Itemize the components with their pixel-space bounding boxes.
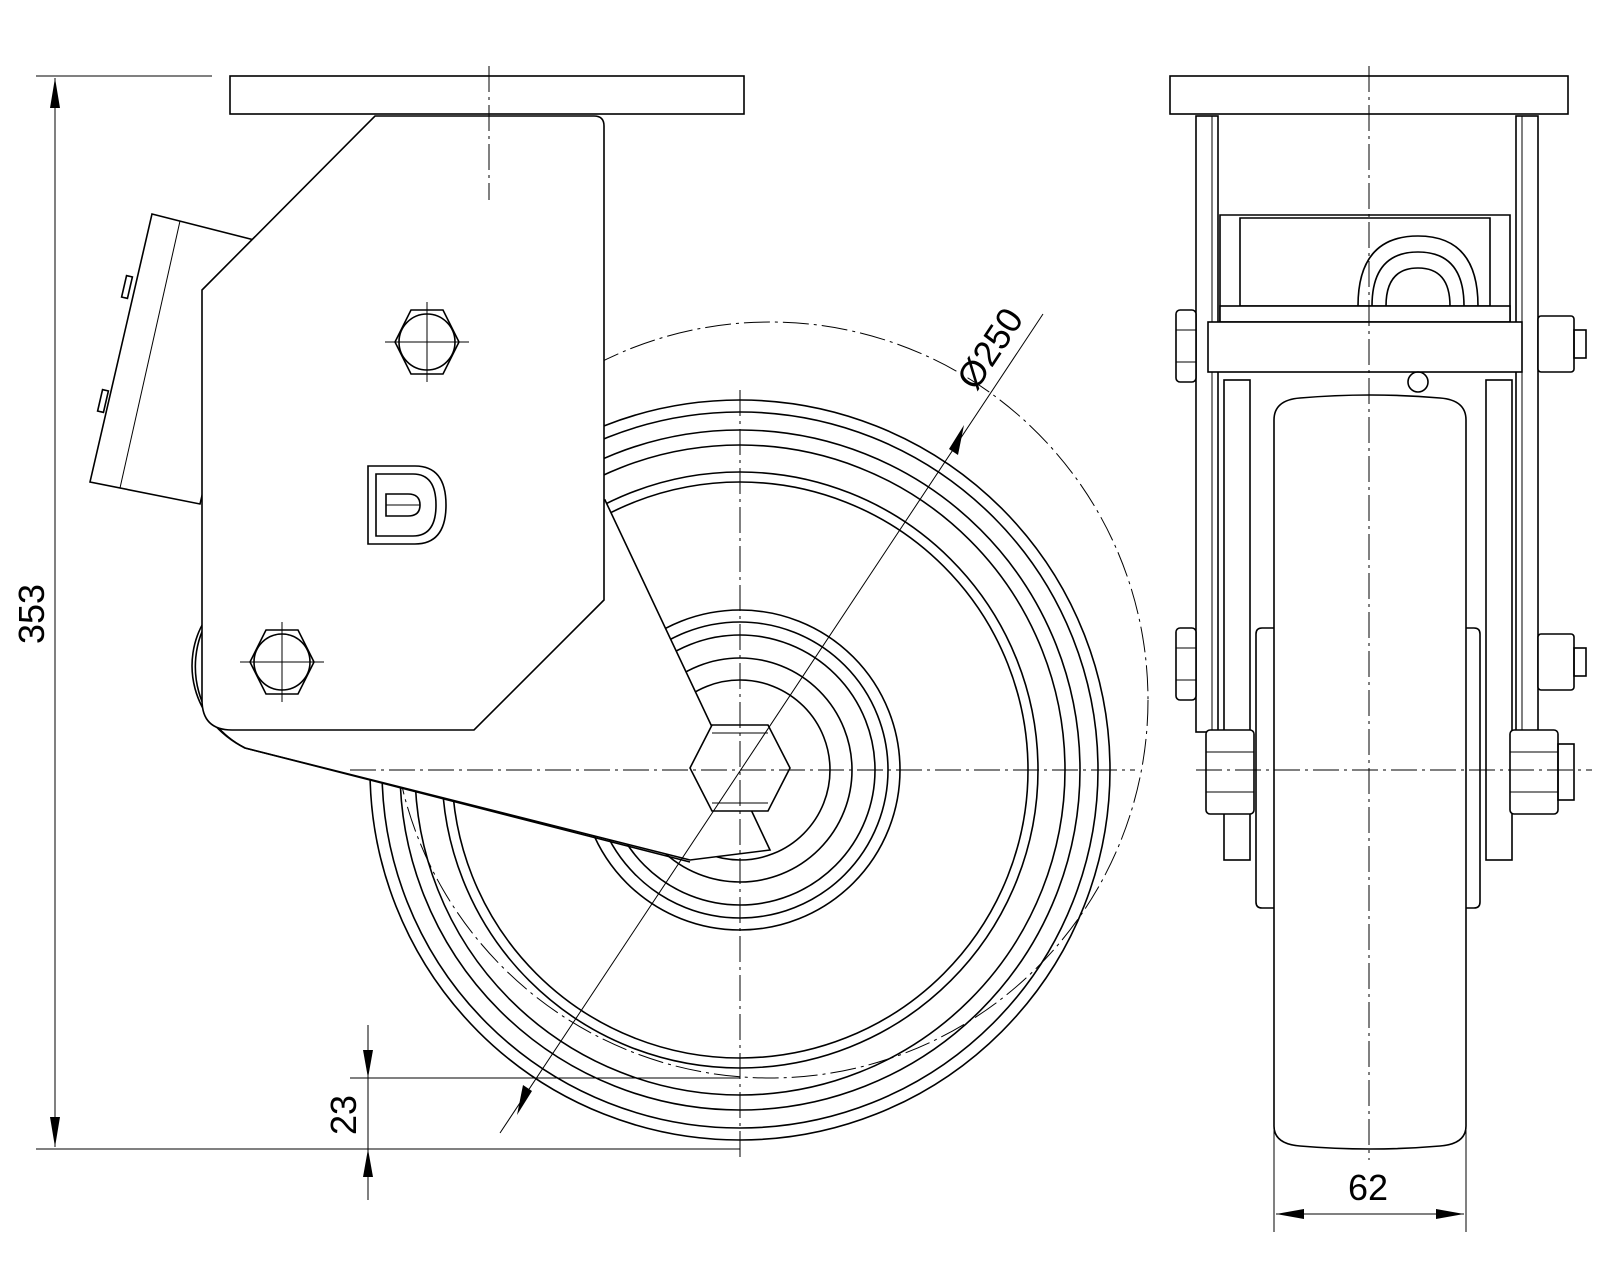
- brand-logo: [367, 465, 447, 545]
- spring-housing: [1207, 214, 1523, 393]
- fork-leg-left-outer: [1195, 115, 1219, 733]
- width-label: 62: [1348, 1167, 1388, 1208]
- bolt-head-left-upper: [1175, 309, 1197, 383]
- pivot-pin: [1407, 371, 1429, 393]
- height-arrow-bottom: [50, 1117, 60, 1147]
- bolt-lower: [240, 622, 324, 702]
- housing-tab-2: [96, 388, 110, 414]
- offset-dimension: 23: [323, 1025, 740, 1200]
- front-nuts-right: [1537, 315, 1587, 691]
- axle-hex-nut: [689, 724, 791, 812]
- spring-base-plate: [1219, 305, 1511, 323]
- nut-right-lower: [1537, 633, 1575, 691]
- diameter-label: Ø250: [948, 300, 1031, 396]
- cross-member: [1207, 321, 1523, 373]
- offset-label: 23: [323, 1095, 364, 1135]
- thread-right-upper: [1573, 329, 1587, 359]
- bolt-upper: [385, 302, 469, 382]
- axle-front: [1205, 729, 1575, 815]
- logo-outer: [367, 465, 447, 545]
- axle-thread-right: [1557, 743, 1575, 801]
- spring-coil-2: [1371, 251, 1465, 307]
- housing-edge: [119, 220, 181, 489]
- thread-right-lower: [1573, 647, 1587, 677]
- wheel-tire-front: [1273, 394, 1467, 1150]
- width-arrow-left: [1276, 1209, 1304, 1219]
- swing-arm-edge: [194, 624, 691, 863]
- diameter-arrow-top: [949, 425, 964, 455]
- offset-arrow-top: [363, 1050, 373, 1078]
- height-label: 353: [11, 584, 52, 644]
- inner-bracket-right: [1485, 379, 1513, 861]
- front-bolts-left: [1175, 309, 1197, 701]
- diameter-arrow-bottom: [517, 1085, 532, 1115]
- logo-inner: [375, 473, 437, 537]
- bolt-head-left-lower: [1175, 627, 1197, 701]
- width-arrow-right: [1436, 1209, 1464, 1219]
- wheel-front: [1255, 394, 1481, 1150]
- housing-tab-1: [120, 274, 134, 300]
- nut-right-upper: [1537, 315, 1575, 373]
- height-dimension: 353: [11, 75, 740, 1150]
- spring-coil-1: [1357, 235, 1479, 307]
- fork-plate-body: [201, 115, 605, 731]
- top-plate-side: [229, 75, 745, 115]
- spring-coil-3: [1385, 267, 1451, 307]
- axle-nut-right-front: [1509, 729, 1559, 815]
- fork-plate: [201, 115, 605, 731]
- height-arrow-top: [50, 78, 60, 108]
- offset-arrow-bottom: [363, 1149, 373, 1177]
- side-view: Ø250 353 23: [11, 66, 1149, 1200]
- width-dimension: 62: [1273, 1130, 1467, 1232]
- front-view: 62: [1169, 66, 1592, 1232]
- fork-leg-right-outer: [1515, 115, 1539, 733]
- axle-nut-left-front: [1205, 729, 1255, 815]
